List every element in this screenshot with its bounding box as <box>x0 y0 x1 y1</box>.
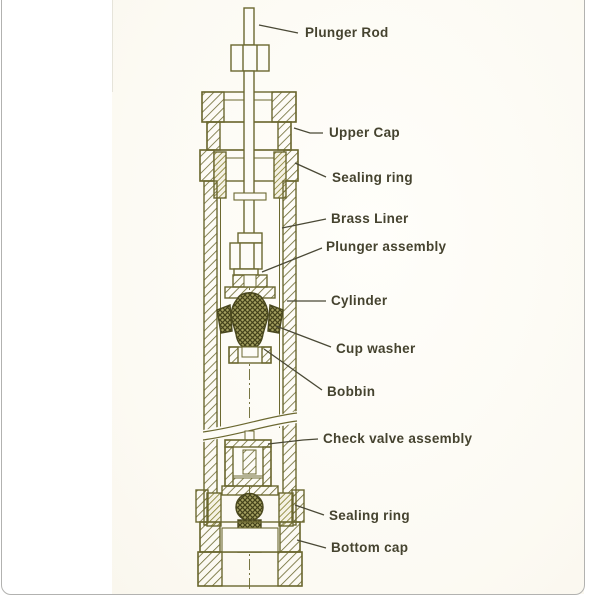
label-plunger-rod: Plunger Rod <box>305 25 389 40</box>
leader-bobbin <box>263 348 323 391</box>
leader-sealing-ring-top <box>294 162 327 178</box>
label-plunger-assembly: Plunger assembly <box>326 239 447 254</box>
leader-cup-washer <box>275 325 332 348</box>
cylinder-break <box>202 411 298 442</box>
bottom-cap-part <box>195 489 305 587</box>
bobbin-part <box>228 346 272 364</box>
leader-sealing-ring-bottom <box>294 504 325 516</box>
label-check-valve-assembly: Check valve assembly <box>323 431 473 446</box>
leader-upper-cap <box>293 127 323 134</box>
bottom-sealing-ring-part <box>206 492 294 527</box>
plunger-rod-part <box>230 7 270 235</box>
label-sealing-ring-top: Sealing ring <box>332 170 413 185</box>
label-sealing-ring-bottom: Sealing ring <box>329 508 410 523</box>
leader-check-valve <box>267 438 319 445</box>
label-brass-liner: Brass Liner <box>331 211 409 226</box>
leader-bottom-cap <box>296 539 327 549</box>
label-cylinder: Cylinder <box>331 293 388 308</box>
label-bobbin: Bobbin <box>327 384 376 399</box>
scan-edge-artifact <box>112 0 113 92</box>
label-upper-cap: Upper Cap <box>329 125 400 140</box>
check-valve-assembly-part <box>221 430 279 553</box>
label-cup-washer: Cup washer <box>336 341 416 356</box>
plunger-assembly-part <box>224 232 276 299</box>
cup-washer-part <box>216 292 284 348</box>
leader-lines <box>258 24 332 549</box>
label-bottom-cap: Bottom cap <box>331 540 409 555</box>
leader-brass-liner <box>281 218 327 229</box>
scanned-paper-background <box>112 0 584 594</box>
leader-plunger-assembly <box>261 247 323 273</box>
leader-plunger-rod <box>258 24 299 34</box>
